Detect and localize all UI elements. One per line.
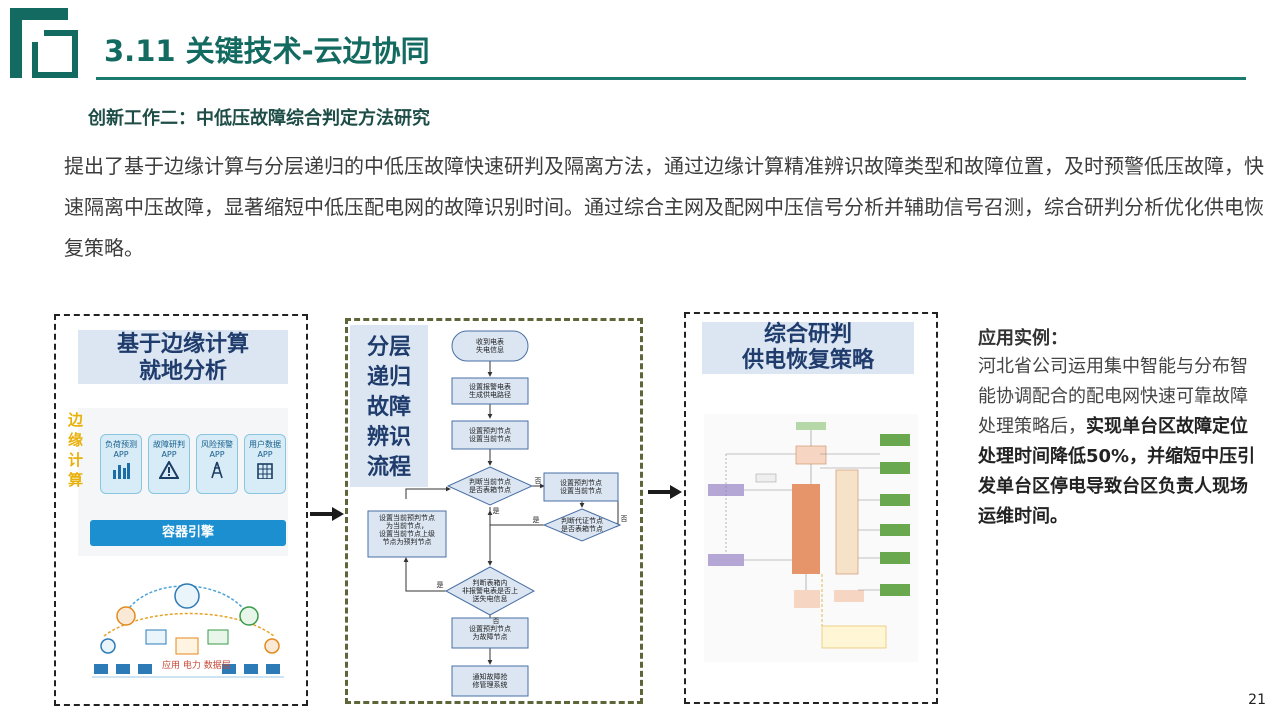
tower-icon <box>211 461 223 479</box>
strategy-diagram-illustration <box>704 414 918 662</box>
container-engine-bar: 容器引擎 <box>90 520 286 546</box>
intro-paragraph: 提出了基于边缘计算与分层递归的中低压故障快速研判及隔离方法，通过边缘计算精准辨识… <box>64 154 1264 260</box>
flow-end: 通知故障抢修管理系统 <box>473 672 508 689</box>
fault-flowchart: 收到电表失电信息 设置报警电表生成供电路径 设置预判节点设置当前节点 判断当前节… <box>367 330 628 697</box>
flow-label-yes-1: 是 <box>493 507 500 515</box>
flow-decision-3: 判断表箱内非报警电表是否上送失电信息 <box>462 578 518 603</box>
edge-panel-heading: 基于边缘计算就地分析 <box>78 330 288 384</box>
flow-start: 收到电表失电信息 <box>476 337 504 354</box>
warning-icon <box>159 461 179 479</box>
flow-step-4: 设置当前预判节点为当前节点，设置当前节点上级节点为预判节点 <box>379 513 435 546</box>
data-layer-label: 应用 电力 数据层 <box>162 661 231 671</box>
section-subtitle: 创新工作二：中低压故障综合判定方法研究 <box>88 108 430 129</box>
flow-panel-heading: 分层递归故障辨识流程 <box>350 325 428 487</box>
fault-flow-panel: 分层递归故障辨识流程 <box>345 318 643 704</box>
flow-decision-1: 判断当前节点是否表箱节点 <box>469 477 511 494</box>
flow-step-2: 设置预判节点设置当前节点 <box>469 426 511 443</box>
case-body-plain: 河北省公司运用集中智能与分布智能协调配合的配电网快速可靠故障处理策略后， <box>978 356 1248 437</box>
case-body-highlight: 实现单台区故障定位处理时间降低50%，并缩短中压引发单台区停电导致台区负责人现场… <box>978 416 1256 527</box>
flow-label-no-1: 否 <box>535 477 542 485</box>
flow-label-no-2: 否 <box>621 515 628 523</box>
case-body: 河北省公司运用集中智能与分布智能协调配合的配电网快速可靠故障处理策略后，实现单台… <box>978 352 1260 532</box>
title-divider <box>96 77 1246 80</box>
arrow-right-icon <box>648 485 682 499</box>
edge-side-title: 边缘计算 <box>68 411 84 489</box>
bar-chart-icon <box>113 463 130 479</box>
flow-step-3: 设置预判节点设置当前节点 <box>560 478 602 495</box>
flow-label-yes-3: 是 <box>437 581 444 589</box>
building-icon <box>257 463 273 479</box>
flow-decision-2: 判断代证节点是否表箱节点 <box>561 516 603 533</box>
case-title: 应用实例： <box>978 328 1068 349</box>
data-network-illustration <box>92 583 284 678</box>
flow-label-no-3: 否 <box>493 617 500 625</box>
flow-step-5: 设置预判节点为故障节点 <box>469 624 511 641</box>
strategy-panel-heading: 综合研判供电恢复策略 <box>702 322 914 374</box>
page-number: 21 <box>1248 692 1266 708</box>
recovery-strategy-panel: 综合研判供电恢复策略 <box>684 312 938 704</box>
page-title: 3.11 关键技术-云边协同 <box>104 34 430 68</box>
flow-label-yes-2: 是 <box>533 516 540 524</box>
flow-step-1: 设置报警电表生成供电路径 <box>469 382 511 399</box>
logo-icon <box>10 8 78 78</box>
arrow-right-icon <box>310 507 344 521</box>
